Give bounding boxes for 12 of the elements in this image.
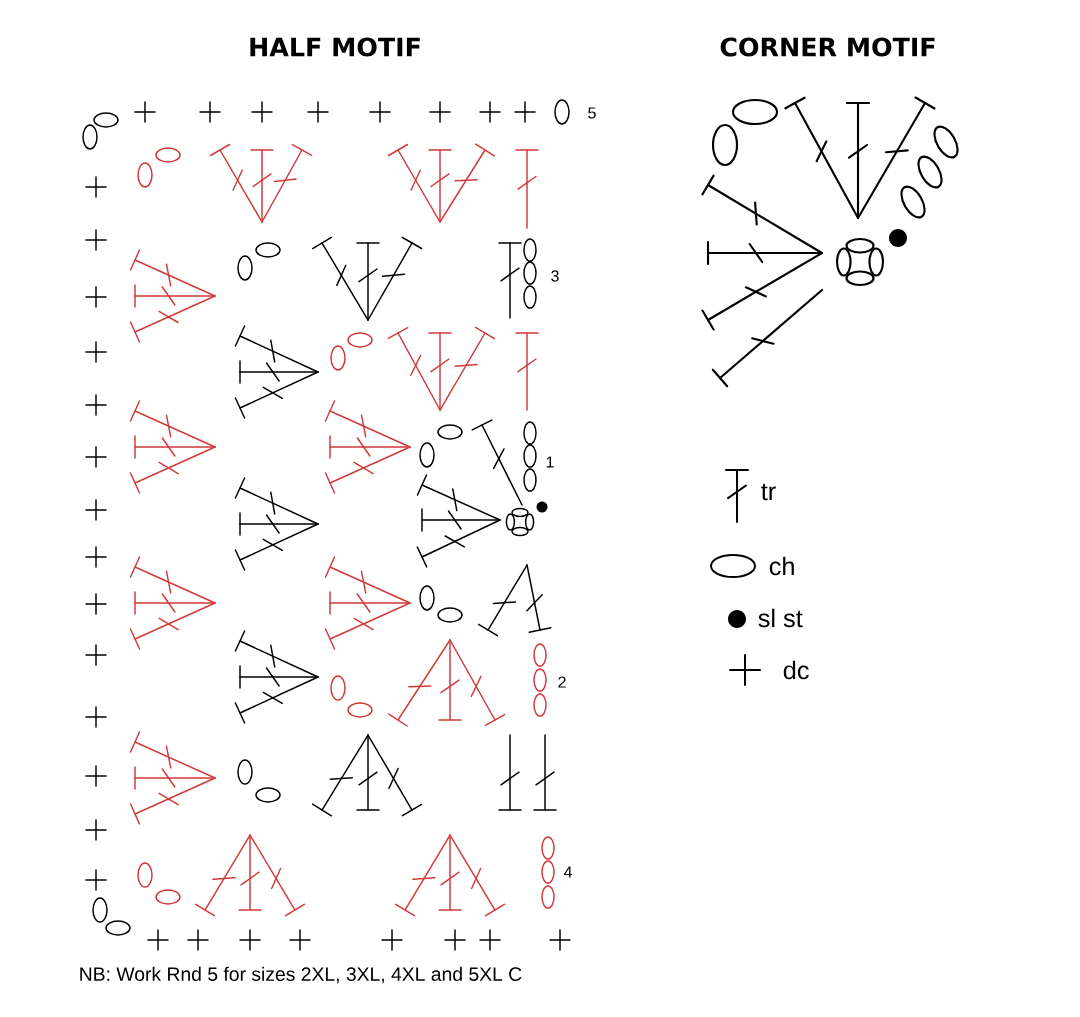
- legend-label: ch: [769, 556, 794, 576]
- row-number: 2: [558, 676, 566, 688]
- row-number: 3: [551, 270, 559, 282]
- row-number: 5: [588, 107, 596, 119]
- note: NB: Work Rnd 5 for sizes 2XL, 3XL, 4XL and 5XL C: [80, 966, 522, 984]
- heading: HALF MOTIF: [250, 37, 420, 57]
- row-number: 1: [546, 456, 554, 468]
- legend-label: sl st: [758, 608, 803, 628]
- heading: CORNER MOTIF: [720, 37, 935, 57]
- legend-label: tr: [761, 483, 776, 501]
- legend-label: dc: [783, 660, 809, 680]
- row-number: 4: [563, 866, 572, 878]
